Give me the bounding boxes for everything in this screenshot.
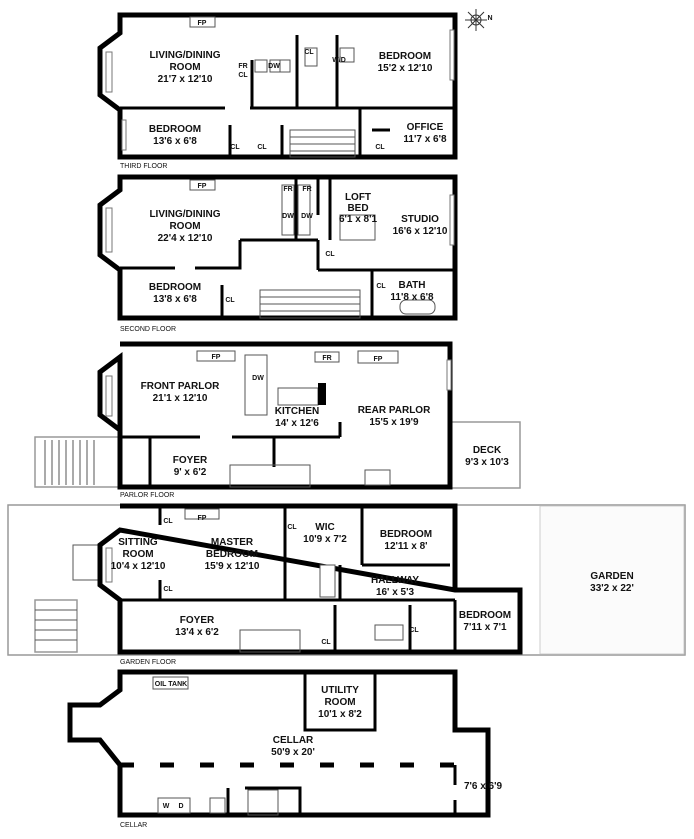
fixture-label: W: [163, 803, 170, 810]
room-dimensions: 9' x 6'2: [174, 467, 207, 478]
room-label: BEDROOM: [206, 549, 258, 560]
fixture-label: FP: [374, 356, 383, 363]
floor-title: GARDEN FLOOR: [120, 659, 176, 666]
room-label: BEDROOM: [149, 124, 201, 135]
third-floor-plan: LIVING/DINING ROOM 21'7 x 12'10 BEDROOM …: [97, 12, 458, 170]
room-dimensions: 15'5 x 19'9: [369, 417, 419, 428]
room-dimensions: 7'11 x 7'1: [463, 622, 507, 633]
fixture-label: FP: [198, 20, 207, 27]
room-label: BEDROOM: [379, 51, 431, 62]
fixture-label: DW: [301, 213, 313, 220]
room-label: LIVING/DINING: [149, 209, 220, 220]
fixture-label: CL: [238, 72, 248, 79]
fixture-label: DW: [252, 375, 264, 382]
room-dimensions: 7'6 x 6'9: [464, 781, 503, 792]
room-label: ROOM: [122, 549, 153, 560]
room-dimensions: 13'4 x 6'2: [175, 627, 219, 638]
room-label: BEDROOM: [149, 282, 201, 293]
room-dimensions: 16' x 5'3: [376, 587, 415, 598]
room-dimensions: 13'8 x 6'8: [153, 294, 197, 305]
fixture-label: FP: [212, 354, 221, 361]
room-label: BATH: [398, 280, 425, 291]
floor-title: PARLOR FLOOR: [120, 492, 174, 499]
fixture-label: CL: [163, 586, 173, 593]
room-dimensions: 12'11 x 8': [384, 541, 427, 552]
room-dimensions: 15'9 x 12'10: [205, 561, 260, 572]
fixture-label: CL: [325, 251, 335, 258]
compass-north-label: N: [487, 15, 492, 22]
room-dimensions: 10'9 x 7'2: [303, 534, 347, 545]
floor-title: THIRD FLOOR: [120, 163, 167, 170]
room-dimensions: 33'2 x 22': [590, 583, 634, 594]
fixture-label: FP: [198, 183, 207, 190]
room-label: BEDROOM: [459, 610, 511, 621]
room-label: KITCHEN: [275, 406, 319, 417]
room-dimensions: 11'7 x 6'8: [403, 134, 447, 145]
fixture-label: FR: [322, 355, 331, 362]
fixture-label: FR: [302, 186, 311, 193]
room-dimensions: 15'2 x 12'10: [378, 63, 433, 74]
room-dimensions: 22'4 x 12'10: [158, 233, 213, 244]
room-label: FRONT PARLOR: [141, 381, 220, 392]
room-dimensions: 6'1 x 8'1: [339, 214, 378, 225]
room-dimensions: 9'3 x 10'3: [465, 457, 509, 468]
room-label: ROOM: [169, 221, 200, 232]
room-dimensions: 21'1 x 12'10: [153, 393, 208, 404]
floor-title: CELLAR: [120, 822, 147, 829]
room-dimensions: 11'8 x 6'8: [390, 292, 434, 303]
room-label: STUDIO: [401, 214, 439, 225]
fixture-label: CL: [375, 144, 385, 151]
room-dimensions: 13'6 x 6'8: [153, 136, 197, 147]
room-label: GARDEN: [590, 571, 633, 582]
room-dimensions: 10'4 x 12'10: [111, 561, 166, 572]
second-floor-plan: LIVING/DINING ROOM 22'4 x 12'10 LOFT BED…: [97, 174, 458, 333]
fixture-label: OIL TANK: [155, 681, 187, 688]
fixture-label: CL: [225, 297, 235, 304]
room-label: ROOM: [169, 62, 200, 73]
room-dimensions: 10'1 x 8'2: [318, 709, 362, 720]
room-dimensions: 16'6 x 12'10: [393, 226, 448, 237]
room-label: HALLWAY: [371, 575, 419, 586]
room-label: ROOM: [324, 697, 355, 708]
room-label: FOYER: [173, 455, 208, 466]
room-label: WIC: [315, 522, 334, 533]
fixture-label: W/D: [332, 57, 346, 64]
fixture-label: CL: [304, 49, 314, 56]
garden-area: [539, 505, 685, 655]
room-label: OFFICE: [407, 122, 444, 133]
room-dimensions: 50'9 x 20': [271, 747, 315, 758]
fixture-label: FR: [238, 63, 247, 70]
fixture-label: CL: [163, 518, 173, 525]
parlor-floor-plan: FRONT PARLOR 21'1 x 12'10 KITCHEN 14' x …: [34, 341, 521, 499]
fixture-label: FR: [283, 186, 292, 193]
fixture-label: DW: [268, 63, 280, 70]
room-label: UTILITY: [321, 685, 359, 696]
room-label: REAR PARLOR: [358, 405, 431, 416]
room-label: BED: [347, 203, 368, 214]
compass-icon: N: [465, 9, 493, 31]
fixture-label: CL: [230, 144, 240, 151]
room-label: BEDROOM: [380, 529, 432, 540]
room-label: FOYER: [180, 615, 215, 626]
garden-floor-plan: SITTING ROOM 10'4 x 12'10 MASTER BEDROOM…: [7, 503, 686, 666]
fixture-label: CL: [321, 639, 331, 646]
room-label: MASTER: [211, 537, 254, 548]
fixture-label: FP: [198, 515, 207, 522]
cellar-plan: OIL TANK W D UTILITY ROOM 10'1 x 8'2 CEL…: [67, 669, 503, 829]
fixture-label: DW: [282, 213, 294, 220]
fixture-label: D: [178, 803, 183, 810]
room-dimensions: 21'7 x 12'10: [158, 74, 213, 85]
fixture-label: CL: [409, 627, 419, 634]
fixture-label: CL: [257, 144, 267, 151]
room-label: LOFT: [345, 192, 371, 203]
room-label: DECK: [473, 445, 502, 456]
room-label: CELLAR: [273, 735, 314, 746]
fixture-label: CL: [287, 524, 297, 531]
floor-title: SECOND FLOOR: [120, 326, 176, 333]
room-label: LIVING/DINING: [149, 50, 220, 61]
room-label: SITTING: [118, 537, 158, 548]
room-dimensions: 14' x 12'6: [275, 418, 319, 429]
fixture-label: CL: [376, 283, 386, 290]
